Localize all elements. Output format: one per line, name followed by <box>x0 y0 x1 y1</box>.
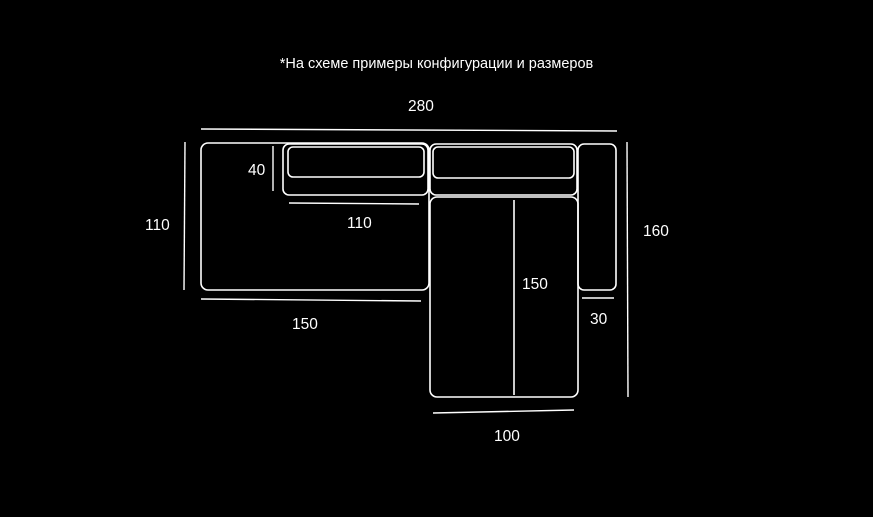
chaise-seat <box>429 196 579 398</box>
label-back-cushion-width: 110 <box>347 215 372 232</box>
label-right-depth: 160 <box>643 223 669 240</box>
label-chaise-length: 150 <box>522 276 548 293</box>
label-chaise-width: 100 <box>494 428 520 445</box>
back-cushion-right-outer <box>429 143 578 196</box>
dim-line-overall-width <box>200 128 618 132</box>
label-left-seat-length: 150 <box>292 316 318 333</box>
label-armrest-width: 30 <box>590 311 608 328</box>
dim-line-left-depth <box>183 141 186 291</box>
label-left-depth: 110 <box>145 217 170 234</box>
dim-line-chaise-width <box>432 409 575 414</box>
left-seat <box>200 142 430 291</box>
label-overall-width: 280 <box>408 98 434 115</box>
back-cushion-left-outer <box>282 143 429 196</box>
dim-line-back-cushion-width <box>288 202 420 205</box>
right-armrest <box>577 143 617 291</box>
dim-line-left-seat-length <box>200 298 422 302</box>
dim-line-right-depth <box>626 141 629 398</box>
back-cushion-left-inner <box>287 146 425 178</box>
diagram-note: *На схеме примеры конфигурации и размеро… <box>279 56 594 72</box>
label-back-cushion-height: 40 <box>248 162 266 179</box>
back-cushion-right-inner <box>432 146 575 179</box>
